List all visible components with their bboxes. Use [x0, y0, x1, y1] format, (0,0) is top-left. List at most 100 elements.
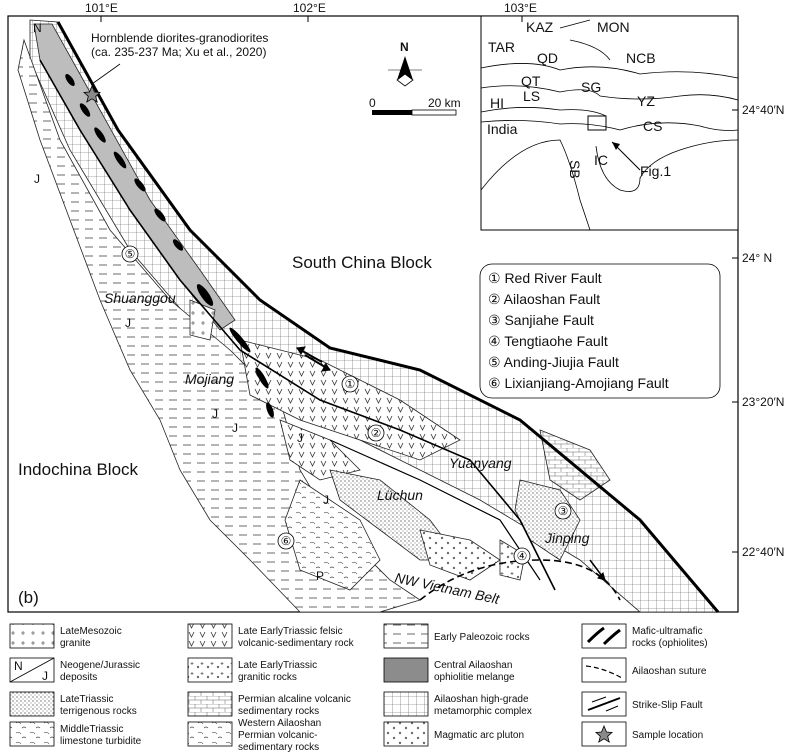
place-mojiang: Mojiang	[185, 371, 234, 387]
svg-text:MiddleTriassic: MiddleTriassic	[60, 724, 124, 735]
svg-text:Central Ailaoshan: Central Ailaoshan	[434, 660, 512, 671]
svg-text:YZ: YZ	[637, 93, 655, 109]
fault-marker-6: ⑥	[281, 534, 292, 548]
svg-text:Early Paleozoic rocks: Early Paleozoic rocks	[434, 632, 530, 643]
place-jinping: Jinping	[544, 530, 590, 546]
place-yuanyang: Yuanyang	[449, 455, 512, 471]
svg-text:Sample location: Sample location	[632, 730, 703, 741]
svg-text:LS: LS	[523, 88, 540, 104]
sample-note-line2: (ca. 235-237 Ma; Xu et al., 2020)	[91, 45, 266, 59]
svg-text:Neogene/Jurassic: Neogene/Jurassic	[60, 660, 140, 671]
svg-text:India: India	[487, 121, 518, 137]
inset-labels: KAZ MON TAR QD NCB QT SG LS HI YZ India …	[487, 19, 671, 179]
svg-text:J: J	[323, 493, 329, 507]
fault-legend-2: ② Ailaoshan Fault	[488, 291, 600, 307]
sample-note-line1: Hornblende diorites-granodiorites	[91, 31, 268, 45]
svg-text:P: P	[316, 569, 324, 583]
svg-text:HI: HI	[490, 95, 504, 111]
svg-text:SG: SG	[581, 79, 601, 95]
svg-text:Magmatic arc pluton: Magmatic arc pluton	[434, 730, 524, 741]
strike-slip-arrows	[296, 346, 606, 581]
svg-text:metamorphic complex: metamorphic complex	[434, 706, 532, 717]
ophiolite-lenses	[65, 74, 274, 418]
fault-marker-2: ②	[371, 426, 382, 440]
svg-text:deposits: deposits	[60, 672, 97, 683]
svg-text:QT: QT	[521, 73, 541, 89]
fault-marker-3: ③	[558, 504, 569, 518]
unit-symbols: N J J J J J J P	[33, 21, 329, 583]
place-luchun: Lüchun	[377, 487, 423, 503]
svg-text:Western Ailaoshan: Western Ailaoshan	[238, 718, 321, 729]
svg-text:QD: QD	[537, 50, 558, 66]
svg-text:CS: CS	[643, 118, 662, 134]
fault-legend-5: ⑤ Anding-Jiujia Fault	[488, 354, 619, 370]
svg-text:MON: MON	[597, 19, 630, 35]
svg-text:IC: IC	[594, 152, 608, 168]
svg-text:granitic rocks: granitic rocks	[238, 672, 297, 683]
svg-text:Ailaoshan suture: Ailaoshan suture	[632, 666, 707, 677]
axis-ticks	[100, 16, 738, 553]
svg-text:rocks (ophiolites): rocks (ophiolites)	[632, 638, 708, 649]
fault-legend-3: ③ Sanjiahe Fault	[488, 312, 594, 328]
svg-text:J: J	[212, 407, 218, 421]
svg-text:granite: granite	[60, 638, 91, 649]
lon-tick-103: 103°E	[504, 1, 537, 15]
sample-leader-line	[91, 63, 121, 85]
svg-text:Strike-Slip Fault: Strike-Slip Fault	[632, 700, 703, 711]
region-south-china: South China Block	[292, 253, 432, 272]
svg-text:J: J	[297, 431, 303, 445]
svg-text:Late EarlyTriassic: Late EarlyTriassic	[238, 660, 317, 671]
lat-tick-1: 24°40′N	[742, 103, 784, 117]
svg-text:J: J	[34, 172, 40, 186]
svg-text:J: J	[125, 316, 131, 330]
svg-text:Mafic-ultramafic: Mafic-ultramafic	[632, 626, 703, 637]
svg-text:KAZ: KAZ	[526, 19, 554, 35]
legend-labels: LateMesozoic granite Neogene/Jurassic de…	[60, 626, 708, 753]
north-arrow-label: N	[400, 40, 409, 54]
svg-text:terrigenous rocks: terrigenous rocks	[60, 706, 137, 717]
svg-text:sedimentary rocks: sedimentary rocks	[238, 742, 319, 753]
region-indochina: Indochina Block	[18, 460, 139, 479]
svg-text:Permian volcanic-: Permian volcanic-	[238, 730, 317, 741]
sample-location-marker	[83, 84, 101, 103]
lat-tick-4: 22°40′N	[742, 545, 784, 559]
svg-text:NCB: NCB	[626, 50, 656, 66]
svg-text:J: J	[232, 421, 238, 435]
scale-bar	[372, 109, 457, 116]
svg-text:LateMesozoic: LateMesozoic	[60, 626, 122, 637]
north-arrow	[388, 56, 422, 87]
svg-text:Late EarlyTriassic felsic: Late EarlyTriassic felsic	[238, 626, 343, 637]
lon-tick-101: 101°E	[85, 1, 118, 15]
fault-marker-5: ⑤	[125, 247, 136, 261]
fault-legend-box	[479, 263, 721, 399]
svg-text:Fig.1: Fig.1	[640, 163, 671, 179]
figure-label: (b)	[18, 588, 39, 607]
fault-legend-6: ⑥ Lixianjiang-Amojiang Fault	[488, 375, 669, 391]
lat-tick-3: 23°20′N	[742, 395, 784, 409]
svg-text:SB: SB	[567, 160, 583, 179]
legend-symbols	[9, 623, 627, 747]
svg-text:Permian alcaline volcanic: Permian alcaline volcanic	[238, 694, 351, 705]
svg-text:N: N	[33, 21, 42, 35]
fault-legend-4: ④ Tengtiaohe Fault	[488, 333, 608, 349]
fault-marker-1: ①	[345, 377, 356, 391]
lat-tick-2: 24° N	[742, 251, 772, 265]
legend-symbol-n: N	[14, 659, 23, 673]
lon-tick-102: 102°E	[293, 1, 326, 15]
svg-text:TAR: TAR	[488, 39, 515, 55]
legend-symbol-j: J	[42, 669, 48, 683]
svg-text:volcanic-sedimentary rock: volcanic-sedimentary rock	[238, 638, 355, 649]
scale-end: 20 km	[428, 96, 461, 110]
fault-number-markers	[121, 245, 572, 565]
svg-text:limestone turbidite: limestone turbidite	[60, 736, 142, 747]
inset-map	[480, 15, 739, 231]
svg-text:LateTriassic: LateTriassic	[60, 694, 114, 705]
svg-text:Ailaoshan high-grade: Ailaoshan high-grade	[434, 694, 529, 705]
svg-text:ophiolitie melange: ophiolitie melange	[434, 672, 515, 683]
place-shuanggou: Shuanggou	[104, 290, 176, 306]
fault-marker-4: ④	[517, 549, 528, 563]
svg-text:sedimentary rocks: sedimentary rocks	[238, 706, 319, 717]
scale-zero: 0	[369, 96, 376, 110]
fault-legend-1: ① Red River Fault	[488, 270, 602, 286]
